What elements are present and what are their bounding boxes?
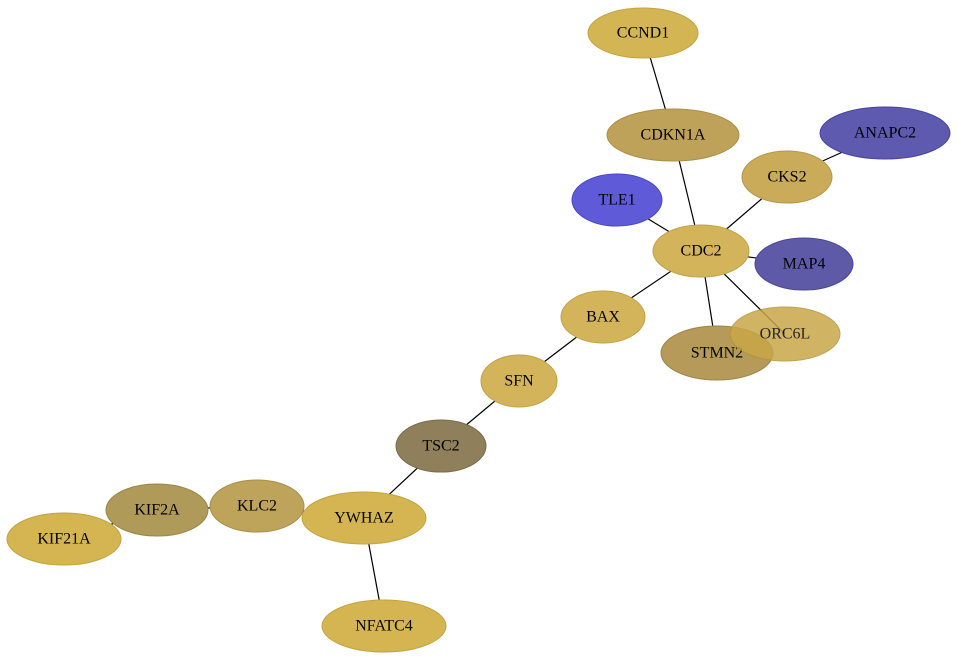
node-tle1[interactable]: TLE1	[571, 173, 663, 227]
node-label: TSC2	[422, 438, 459, 455]
node-ellipse[interactable]	[395, 419, 487, 473]
node-label: SFN	[504, 373, 534, 390]
node-orc6l[interactable]: ORC6L	[729, 306, 841, 362]
node-ellipse[interactable]	[480, 354, 558, 408]
node-map4[interactable]: MAP4	[754, 237, 854, 291]
node-label: ANAPC2	[854, 125, 916, 142]
node-ccnd1[interactable]: CCND1	[587, 7, 699, 59]
node-label: YWHAZ	[334, 510, 394, 527]
node-kif21a[interactable]: KIF21A	[6, 512, 122, 566]
node-bax[interactable]: BAX	[560, 290, 646, 344]
node-label: NFATC4	[355, 618, 413, 635]
node-ellipse[interactable]	[6, 512, 122, 566]
node-label: CCND1	[617, 25, 669, 42]
node-label: ORC6L	[760, 326, 811, 343]
node-ellipse[interactable]	[729, 306, 841, 362]
node-ellipse[interactable]	[741, 150, 833, 204]
node-label: MAP4	[783, 256, 826, 273]
node-ellipse[interactable]	[560, 290, 646, 344]
node-ellipse[interactable]	[321, 599, 447, 653]
node-cks2[interactable]: CKS2	[741, 150, 833, 204]
node-label: CDKN1A	[641, 127, 706, 144]
node-ellipse[interactable]	[105, 483, 209, 537]
node-ellipse[interactable]	[754, 237, 854, 291]
node-ellipse[interactable]	[209, 479, 305, 533]
node-ellipse[interactable]	[606, 108, 740, 162]
node-label: CKS2	[767, 169, 806, 186]
node-label: CDC2	[681, 243, 722, 260]
node-ellipse[interactable]	[571, 173, 663, 227]
node-ellipse[interactable]	[652, 224, 750, 278]
node-label: STMN2	[691, 345, 743, 362]
node-ywhaz[interactable]: YWHAZ	[301, 491, 427, 545]
node-ellipse[interactable]	[301, 491, 427, 545]
node-label: BAX	[586, 309, 620, 326]
node-label: KLC2	[237, 498, 277, 515]
node-ellipse[interactable]	[819, 106, 951, 160]
node-label: KIF2A	[134, 502, 180, 519]
node-cdkn1a[interactable]: CDKN1A	[606, 108, 740, 162]
node-kif2a[interactable]: KIF2A	[105, 483, 209, 537]
node-label: TLE1	[598, 192, 635, 209]
node-klc2[interactable]: KLC2	[209, 479, 305, 533]
node-ellipse[interactable]	[587, 7, 699, 59]
node-label: KIF21A	[37, 531, 91, 548]
node-nfatc4[interactable]: NFATC4	[321, 599, 447, 653]
node-tsc2[interactable]: TSC2	[395, 419, 487, 473]
node-sfn[interactable]: SFN	[480, 354, 558, 408]
node-anapc2[interactable]: ANAPC2	[819, 106, 951, 160]
node-cdc2[interactable]: CDC2	[652, 224, 750, 278]
